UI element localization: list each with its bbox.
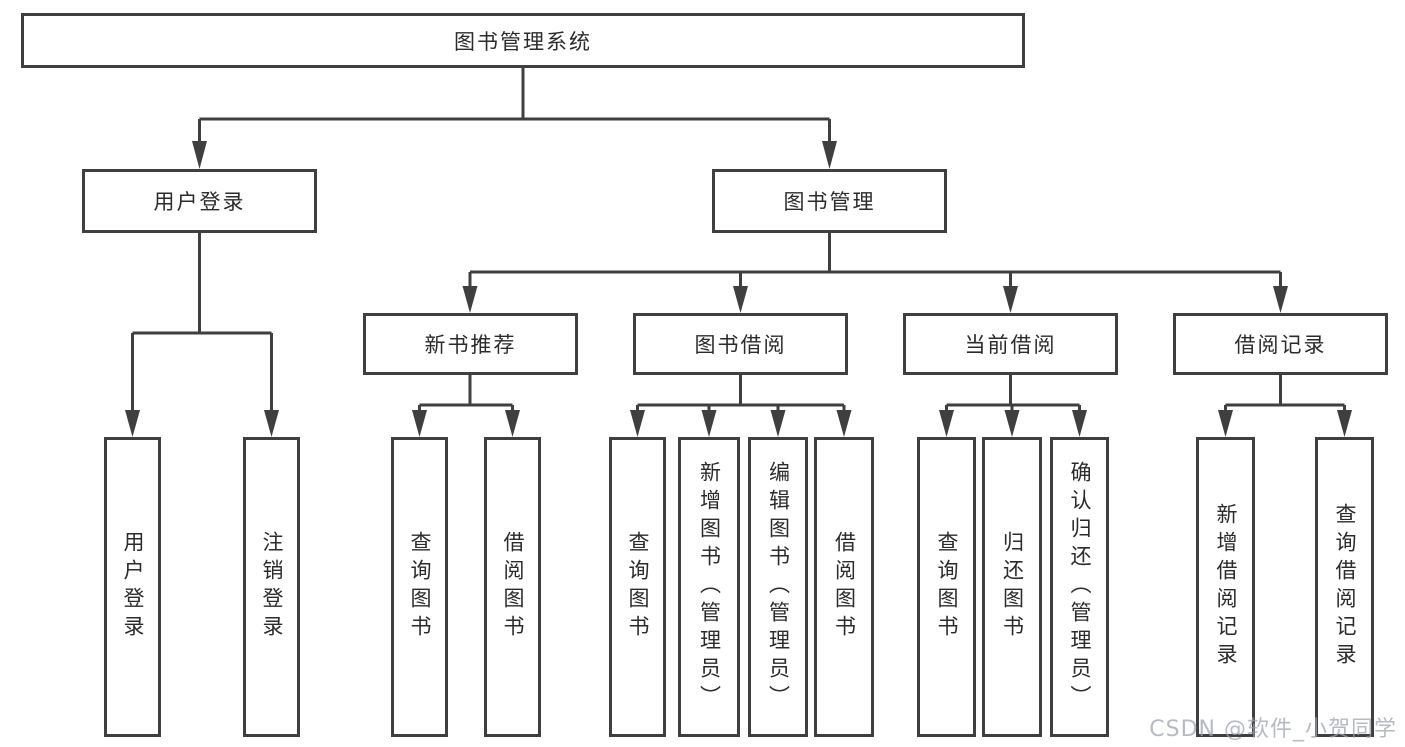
node-leaf-edit-book-admin: 编辑图书（管理员） xyxy=(748,437,808,737)
node-leaf-confirm-return-admin: 确认归还（管理员） xyxy=(1050,437,1109,737)
node-book-borrowing-label: 图书借阅 xyxy=(694,333,787,357)
node-leaf-user-login-label: 用户登录 xyxy=(121,531,145,643)
node-root: 图书管理系统 xyxy=(21,13,1025,68)
watermark: CSDN @软件_小贺同学 xyxy=(1149,717,1397,742)
node-leaf-edit-book-admin-label: 编辑图书（管理员） xyxy=(766,461,791,713)
node-leaf-add-borrow-record: 新增借阅记录 xyxy=(1196,437,1255,737)
node-leaf-query-books-recommend-label: 查询图书 xyxy=(408,531,432,643)
node-leaf-user-login: 用户登录 xyxy=(104,437,161,737)
node-leaf-query-books-current: 查询图书 xyxy=(917,437,976,737)
node-leaf-return-book-label: 归还图书 xyxy=(1000,531,1025,643)
node-book-management-label: 图书管理 xyxy=(783,190,876,214)
node-leaf-query-books-borrowing: 查询图书 xyxy=(609,437,666,737)
node-user-login-branch: 用户登录 xyxy=(82,169,317,233)
node-leaf-add-borrow-record-label: 新增借阅记录 xyxy=(1214,503,1238,671)
node-leaf-borrow-books-borrowing: 借阅图书 xyxy=(814,437,874,737)
node-leaf-logout-label: 注销登录 xyxy=(260,531,284,643)
node-leaf-borrow-books-recommend: 借阅图书 xyxy=(484,437,541,737)
node-leaf-borrow-books-borrowing-label: 借阅图书 xyxy=(832,531,857,643)
node-user-login-branch-label: 用户登录 xyxy=(153,190,246,214)
node-current-borrowing: 当前借阅 xyxy=(903,313,1118,375)
node-leaf-add-book-admin-label: 新增图书（管理员） xyxy=(697,461,722,713)
node-leaf-return-book: 归还图书 xyxy=(982,437,1042,737)
node-book-management: 图书管理 xyxy=(712,169,947,233)
node-leaf-query-books-current-label: 查询图书 xyxy=(935,531,959,643)
node-new-book-recommend-label: 新书推荐 xyxy=(424,333,517,357)
node-leaf-query-borrow-record: 查询借阅记录 xyxy=(1315,437,1374,737)
node-leaf-query-books-borrowing-label: 查询图书 xyxy=(626,531,650,643)
node-leaf-add-book-admin: 新增图书（管理员） xyxy=(678,437,740,737)
node-borrow-records-label: 借阅记录 xyxy=(1234,333,1327,357)
node-borrow-records: 借阅记录 xyxy=(1173,313,1388,375)
node-leaf-confirm-return-admin-label: 确认归还（管理员） xyxy=(1068,461,1092,713)
node-new-book-recommend: 新书推荐 xyxy=(363,313,578,375)
node-root-label: 图书管理系统 xyxy=(454,29,592,54)
node-leaf-logout: 注销登录 xyxy=(243,437,300,737)
node-leaf-borrow-books-recommend-label: 借阅图书 xyxy=(501,531,525,643)
node-leaf-query-borrow-record-label: 查询借阅记录 xyxy=(1333,503,1357,671)
node-leaf-query-books-recommend: 查询图书 xyxy=(391,437,448,737)
node-book-borrowing: 图书借阅 xyxy=(633,313,848,375)
node-current-borrowing-label: 当前借阅 xyxy=(964,333,1057,357)
